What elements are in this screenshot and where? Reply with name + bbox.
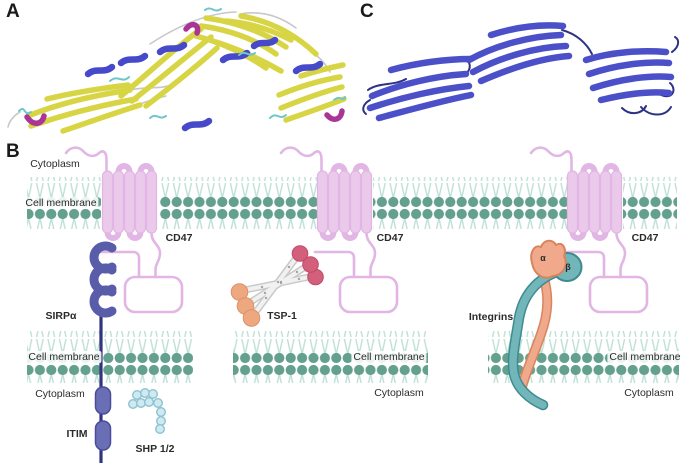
sirpa-cell-membrane-label: Cell membrane	[26, 351, 102, 363]
panel-c-ribbon-structure	[362, 22, 680, 122]
integrins-label: Integrins	[468, 311, 514, 323]
cd47-label-2: CD47	[376, 232, 404, 244]
panel-c-label: C	[360, 1, 374, 22]
shp-molecule	[127, 388, 166, 435]
sirpa-receptor	[89, 241, 117, 463]
tsp1-ligand	[230, 245, 324, 327]
integrin-cell-membrane-label: Cell membrane	[607, 351, 683, 363]
panel-a-ribbon-structure	[7, 7, 347, 134]
cd47-label-1: CD47	[165, 232, 193, 244]
itim-label: ITIM	[66, 428, 88, 440]
cd47-label-3: CD47	[631, 232, 659, 244]
shp-label: SHP 1/2	[135, 443, 175, 455]
panel-a-label: A	[6, 1, 20, 22]
top-cell-membrane	[27, 177, 677, 229]
sirpa-label: SIRPα	[45, 310, 77, 322]
top-cell-membrane-label: Cell membrane	[23, 197, 99, 209]
tsp1-label: TSP-1	[267, 310, 297, 322]
cd47-receptor-2	[281, 148, 397, 312]
integrin-complex	[507, 239, 583, 411]
integrin-alpha-label: α	[540, 253, 546, 263]
integrin-cytoplasm-label: Cytoplasm	[624, 387, 674, 399]
panel-b-label: B	[6, 141, 20, 162]
sirpa-cytoplasm-label: Cytoplasm	[35, 388, 85, 400]
tsp1-cytoplasm-label: Cytoplasm	[374, 387, 424, 399]
cd47-receptor-1	[66, 148, 182, 312]
integrin-beta-label: β	[565, 262, 571, 272]
tsp1-cell-membrane-label: Cell membrane	[351, 351, 427, 363]
top-cytoplasm-label: Cytoplasm	[30, 158, 80, 170]
